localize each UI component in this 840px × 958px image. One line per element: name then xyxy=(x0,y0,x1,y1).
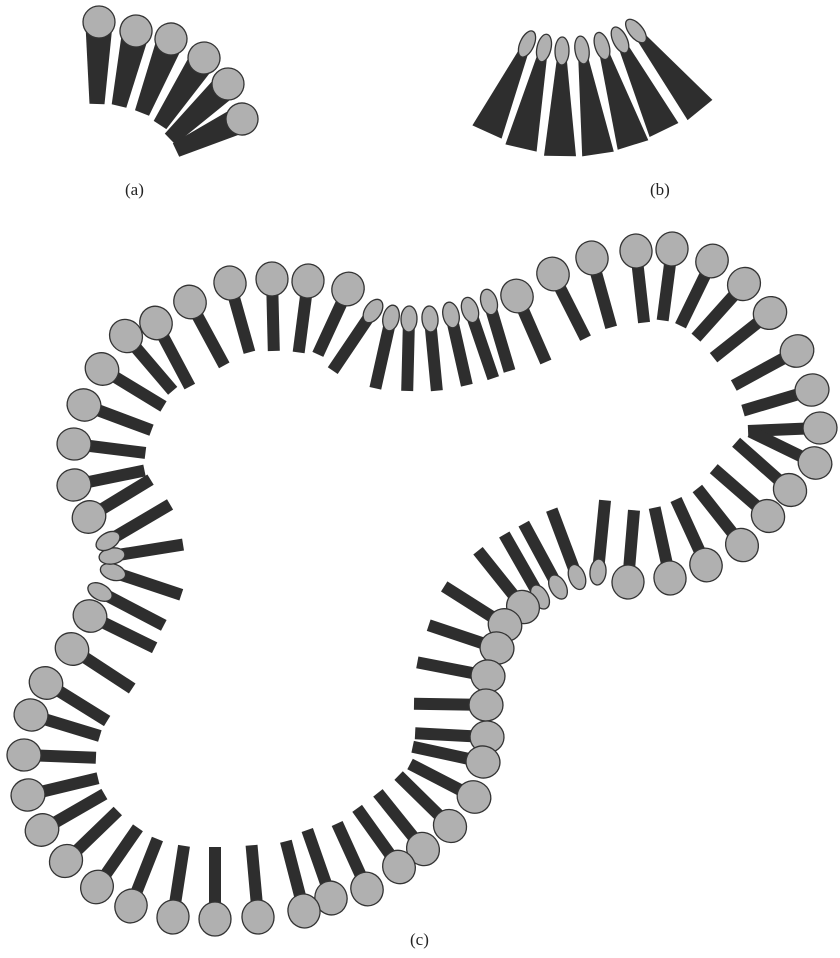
lipid-head xyxy=(421,305,439,332)
lipid-tail xyxy=(631,261,650,324)
lipid-head xyxy=(210,262,250,303)
lipid-head xyxy=(155,898,192,936)
lipid-head xyxy=(83,6,116,39)
lipid-head xyxy=(8,775,49,814)
lipid-head xyxy=(654,230,690,268)
lipid-head xyxy=(802,411,837,444)
lipid-head xyxy=(345,867,388,911)
lipid-head xyxy=(496,274,539,318)
lipid-tail xyxy=(119,569,184,601)
lipid xyxy=(589,500,611,586)
lipid-head xyxy=(401,306,418,332)
lipid-tail xyxy=(280,840,307,903)
lipid-tail xyxy=(425,326,443,391)
lipid-head xyxy=(168,279,212,324)
lipid-tail xyxy=(401,327,415,392)
lipid-tail xyxy=(657,258,677,321)
lipid-head xyxy=(6,738,41,771)
lipid-head xyxy=(326,267,369,311)
lipid-tail xyxy=(623,510,640,573)
panel-label-a: (a) xyxy=(125,180,144,200)
lipid-head xyxy=(555,37,570,65)
lipid-tail xyxy=(37,772,100,798)
lipid-head xyxy=(55,426,93,462)
lipid-head xyxy=(199,902,231,936)
lipid-tail xyxy=(593,500,611,565)
lipid-head xyxy=(589,558,607,585)
lipid xyxy=(6,738,96,771)
lipid-head xyxy=(110,884,152,927)
lipid-head xyxy=(684,543,727,587)
lipid xyxy=(421,305,443,391)
lipid-head xyxy=(469,689,503,722)
lipid xyxy=(83,6,116,105)
lipid-tail xyxy=(169,845,190,908)
lipid-tail xyxy=(119,539,184,561)
lipid-tail xyxy=(246,845,264,908)
lipid xyxy=(416,657,508,695)
lipid-head xyxy=(10,695,52,736)
lipid-head xyxy=(690,239,734,284)
lipid-tail xyxy=(414,698,476,711)
lipid xyxy=(155,845,192,936)
lipid-tail xyxy=(112,499,173,542)
lipid xyxy=(414,689,503,722)
lipid-head xyxy=(241,899,276,936)
lipid-tail xyxy=(544,59,576,156)
lipid-head xyxy=(256,262,289,297)
lipid-tail xyxy=(415,727,477,742)
lipid xyxy=(55,426,146,462)
panel-a-cone-lipids xyxy=(83,6,264,157)
lipid-tail xyxy=(589,266,617,329)
lipid xyxy=(199,847,231,936)
lipid xyxy=(401,306,418,391)
lipid-tail xyxy=(411,741,474,766)
panel-c-lipid-membrane xyxy=(6,230,837,936)
lipid-tail xyxy=(649,506,674,569)
lipid xyxy=(10,695,102,742)
lipid-head xyxy=(54,466,94,504)
panel-label-b: (b) xyxy=(650,180,670,200)
lipid-head xyxy=(572,237,612,278)
lipid-tail xyxy=(83,439,146,459)
lipid-tail xyxy=(370,324,396,389)
lipid xyxy=(241,845,276,936)
lipid-head xyxy=(573,35,591,65)
lipid-head xyxy=(791,370,833,410)
lipid-head xyxy=(611,564,646,601)
lipid-tail xyxy=(416,657,479,681)
panel-label-c: (c) xyxy=(410,930,429,950)
lipid-tail xyxy=(227,291,255,354)
lipid-head xyxy=(62,384,105,426)
lipid-tail xyxy=(447,321,473,386)
lipid-head xyxy=(534,33,554,63)
lipid-tail xyxy=(86,31,112,104)
lipid-head xyxy=(774,329,819,373)
lipid-tail xyxy=(293,290,313,353)
lipid-head xyxy=(290,262,326,300)
panel-b-inverted-cone-lipids xyxy=(472,16,712,157)
lipid xyxy=(611,510,646,600)
lipid-head xyxy=(531,252,575,297)
lipid xyxy=(618,232,654,323)
lipid-tail xyxy=(209,847,221,909)
lipid-tail xyxy=(34,749,96,763)
lipid-head xyxy=(618,232,654,269)
lipid-tail xyxy=(266,289,280,351)
lipid xyxy=(256,262,289,352)
lipid-head xyxy=(651,558,690,598)
